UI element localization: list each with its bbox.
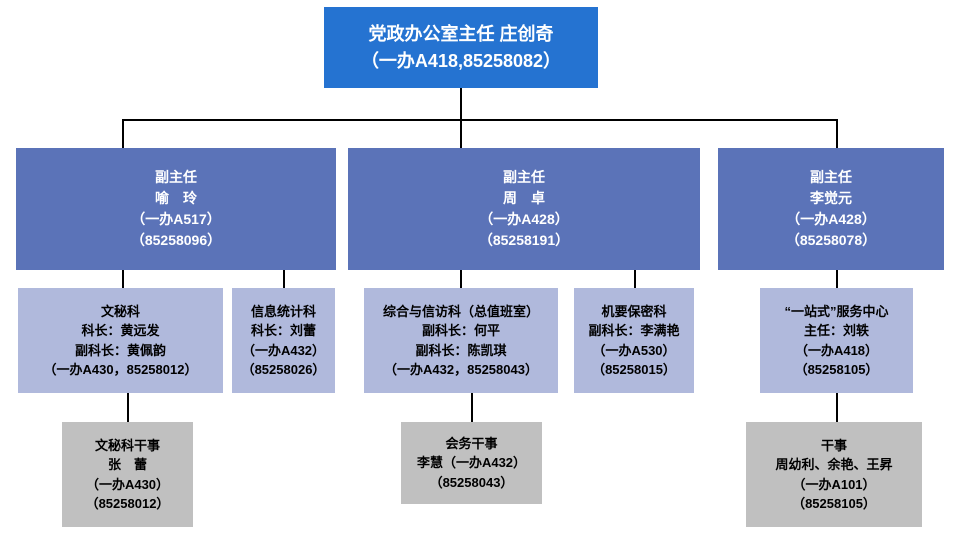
connector-deputy1-section2: [283, 270, 285, 288]
connector-deputy2-section4: [634, 270, 636, 288]
staff-3-phone: （85258105）: [792, 496, 876, 511]
connector-drop-deputy-1: [122, 119, 124, 148]
connector-section5-staff3: [836, 393, 838, 422]
section-5-name: “一站式”服务中心: [784, 303, 889, 319]
section-4-deputy-chief: 副科长：李满艳: [588, 323, 680, 338]
connector-drop-deputy-3: [836, 119, 838, 148]
node-deputy-director-1[interactable]: 副主任 喻 玲 （一办A517） （85258096）: [16, 148, 336, 270]
deputy-3-role: 副主任: [810, 169, 852, 185]
deputy-1-role: 副主任: [155, 169, 197, 185]
section-5-director: 主任：刘轶: [803, 323, 869, 338]
section-2-name: 信息统计科: [250, 303, 316, 319]
section-1-deputy-chief: 副科长：黄佩韵: [74, 342, 166, 358]
staff-1-title: 文秘科干事: [94, 437, 160, 453]
node-deputy-director-3[interactable]: 副主任 李觉元 （一办A428） （85258078）: [718, 148, 944, 270]
office-director-title: 党政办公室主任 庄创奇: [368, 23, 554, 44]
node-section-confidential[interactable]: 机要保密科 副科长：李满艳 （一办A530） （85258015）: [574, 288, 694, 393]
staff-3-names: 周幼利、余艳、王昇: [775, 457, 893, 472]
section-5-phone: （85258105）: [794, 362, 879, 377]
node-staff-secretarial-clerk[interactable]: 文秘科干事 张 蕾 （一办A430） （85258012）: [62, 422, 193, 527]
section-4-room: （一办A530）: [592, 342, 676, 358]
connector-drop-deputy-2: [460, 119, 462, 148]
staff-3-room: （一办A101）: [792, 476, 876, 492]
node-deputy-director-2[interactable]: 副主任 周 卓 （一办A428） （85258191）: [348, 148, 700, 270]
connector-deputy3-section5: [836, 270, 838, 288]
connector-level1-bus: [122, 119, 838, 121]
deputy-1-phone: （85258096）: [130, 232, 222, 248]
section-3-deputy-chief-2: 副科长：陈凯琪: [415, 342, 507, 358]
deputy-3-name: 李觉元: [810, 190, 852, 206]
section-3-deputy-chief-1: 副科长：何平: [421, 323, 500, 338]
section-2-room: （一办A432）: [241, 342, 326, 358]
office-director-contact: （一办A418,85258082）: [360, 50, 562, 71]
deputy-1-name: 喻 玲: [155, 190, 197, 206]
section-4-phone: （85258015）: [592, 362, 676, 377]
deputy-3-phone: （85258078）: [785, 232, 877, 248]
connector-section1-staff1: [127, 393, 129, 422]
staff-2-name: 李慧（一办A432）: [416, 455, 527, 471]
node-staff-service-clerks[interactable]: 干事 周幼利、余艳、王昇 （一办A101） （85258105）: [746, 422, 922, 527]
section-3-contact: （一办A432，85258043）: [384, 362, 538, 377]
section-1-contact: （一办A430，85258012）: [43, 362, 198, 377]
section-5-room: （一办A418）: [794, 342, 879, 358]
staff-1-name: 张 蕾: [107, 457, 147, 472]
staff-2-title: 会务干事: [445, 435, 498, 451]
connector-deputy1-section1: [122, 270, 124, 288]
deputy-2-role: 副主任: [503, 169, 545, 185]
deputy-1-room: （一办A517）: [131, 211, 221, 227]
connector-section3-staff2: [471, 393, 473, 422]
connector-deputy2-section3: [460, 270, 462, 288]
node-section-one-stop-service-center[interactable]: “一站式”服务中心 主任：刘轶 （一办A418） （85258105）: [760, 288, 913, 393]
node-staff-conference-clerk[interactable]: 会务干事 李慧（一办A432） （85258043）: [401, 422, 542, 504]
section-4-name: 机要保密科: [601, 303, 667, 319]
deputy-3-room: （一办A428）: [786, 211, 876, 227]
section-1-name: 文秘科: [100, 303, 140, 319]
staff-1-phone: （85258012）: [85, 496, 170, 511]
node-office-director[interactable]: 党政办公室主任 庄创奇 （一办A418,85258082）: [324, 7, 598, 88]
node-section-general-petition[interactable]: 综合与信访科（总值班室） 副科长：何平 副科长：陈凯琪 （一办A432，8525…: [364, 288, 558, 393]
node-section-information-statistics[interactable]: 信息统计科 科长：刘蕾 （一办A432） （85258026）: [232, 288, 335, 393]
staff-1-room: （一办A430）: [85, 476, 170, 492]
section-2-chief: 科长：刘蕾: [250, 323, 316, 338]
staff-2-phone: （85258043）: [429, 474, 514, 490]
connector-root-stem: [460, 88, 462, 120]
section-1-chief: 科长：黄远发: [81, 323, 160, 338]
deputy-2-room: （一办A428）: [479, 211, 569, 227]
deputy-2-phone: （85258191）: [478, 232, 570, 248]
section-3-name: 综合与信访科（总值班室）: [382, 303, 539, 319]
section-2-phone: （85258026）: [241, 362, 326, 377]
node-section-secretarial[interactable]: 文秘科 科长：黄远发 副科长：黄佩韵 （一办A430，85258012）: [18, 288, 223, 393]
deputy-2-name: 周 卓: [503, 190, 545, 206]
staff-3-title: 干事: [820, 437, 847, 453]
